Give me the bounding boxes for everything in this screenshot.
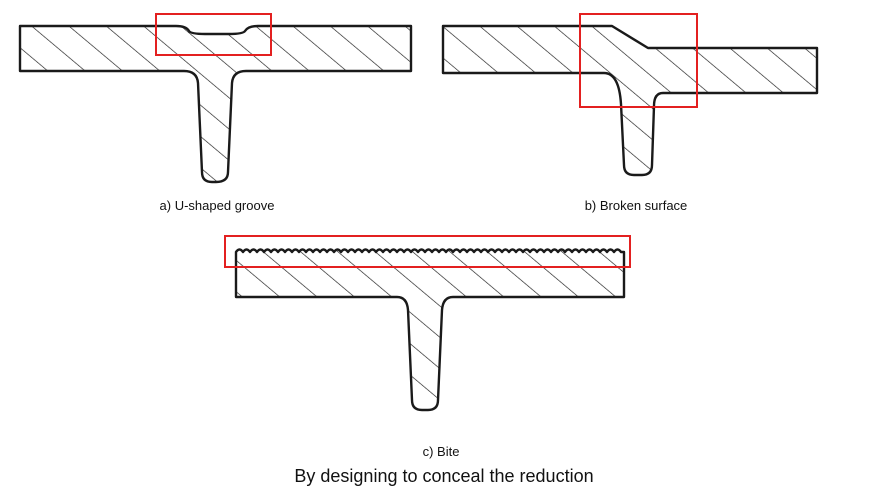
diagram-title: By designing to conceal the reduction bbox=[294, 466, 593, 486]
panel-c: c) Bite bbox=[224, 235, 631, 459]
highlight-box-groove bbox=[155, 13, 272, 56]
panel-b: b) Broken surface bbox=[441, 13, 819, 213]
t-profile-bite bbox=[234, 248, 626, 412]
t-profile-broken-surface bbox=[441, 24, 819, 177]
highlight-box-bite bbox=[224, 235, 631, 268]
caption-c: c) Bite bbox=[423, 444, 460, 459]
caption-b: b) Broken surface bbox=[585, 198, 688, 213]
t-profile-u-groove bbox=[18, 24, 413, 184]
panel-a: a) U-shaped groove bbox=[18, 13, 413, 213]
highlight-box-broken-surface bbox=[579, 13, 698, 108]
caption-a: a) U-shaped groove bbox=[160, 198, 275, 213]
